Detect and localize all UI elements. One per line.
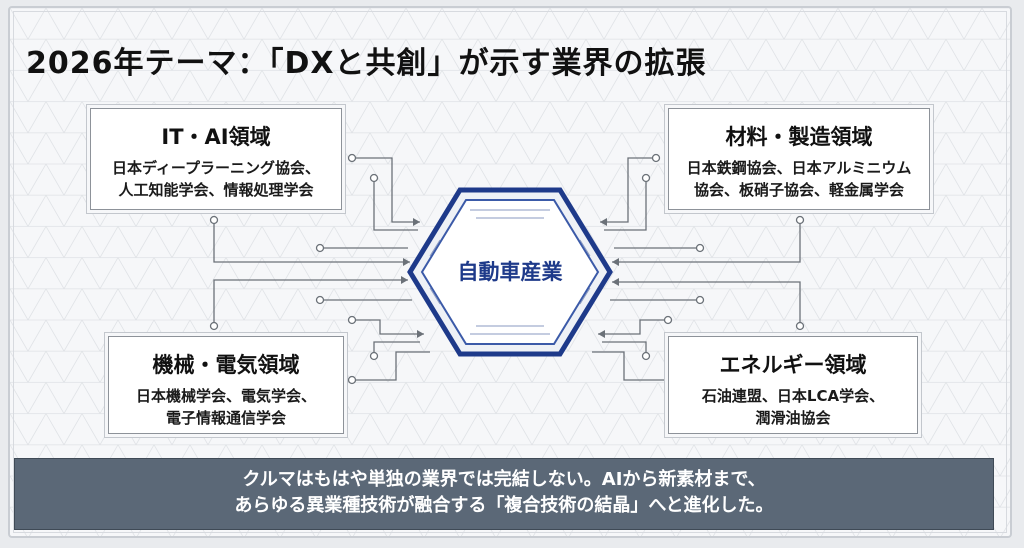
card-line: 人工知能学会、情報処理学会 xyxy=(118,181,314,199)
slide-frame xyxy=(8,6,1012,538)
page-title: 2026年テーマ：「DXと共創」が示す業界の拡張 xyxy=(26,46,707,82)
card-title: 材料・製造領域 xyxy=(725,125,873,149)
card-body: 日本機械学会、電気学会、 電子情報通信学会 xyxy=(109,385,343,429)
card-body: 日本ディープラーニング協会、 人工知能学会、情報処理学会 xyxy=(91,157,341,201)
card-line: 電子情報通信学会 xyxy=(165,409,286,427)
card-title: IT・AI領域 xyxy=(161,125,271,149)
card-body: 日本鉄鋼協会、日本アルミニウム 協会、板硝子協会、軽金属学会 xyxy=(669,157,929,201)
card-it-ai: IT・AI領域 日本ディープラーニング協会、 人工知能学会、情報処理学会 xyxy=(90,108,342,210)
card-title: 機械・電気領域 xyxy=(152,353,300,377)
card-title: エネルギー領域 xyxy=(719,353,867,377)
summary-banner: クルマはもはや単独の業界では完結しない。AIから新素材まで、 あらゆる異業種技術… xyxy=(14,458,994,530)
card-machinery: 機械・電気領域 日本機械学会、電気学会、 電子情報通信学会 xyxy=(108,336,344,434)
card-line: 潤滑油協会 xyxy=(755,409,831,427)
card-line: 日本機械学会、電気学会、 xyxy=(135,387,316,405)
summary-line: あらゆる異業種技術が融合する「複合技術の結晶」へと進化した。 xyxy=(234,495,774,516)
card-line: 日本鉄鋼協会、日本アルミニウム xyxy=(686,159,912,177)
card-line: 日本ディープラーニング協会、 xyxy=(111,159,321,177)
card-line: 石油連盟、日本LCA学会、 xyxy=(701,387,885,405)
center-label: 自動車産業 xyxy=(457,260,563,284)
card-line: 協会、板硝子協会、軽金属学会 xyxy=(693,181,904,199)
card-materials: 材料・製造領域 日本鉄鋼協会、日本アルミニウム 協会、板硝子協会、軽金属学会 xyxy=(668,108,930,210)
summary-line: クルマはもはや単独の業界では完結しない。AIから新素材まで、 xyxy=(242,469,766,490)
card-body: 石油連盟、日本LCA学会、 潤滑油協会 xyxy=(669,385,917,429)
card-energy: エネルギー領域 石油連盟、日本LCA学会、 潤滑油協会 xyxy=(668,336,918,434)
